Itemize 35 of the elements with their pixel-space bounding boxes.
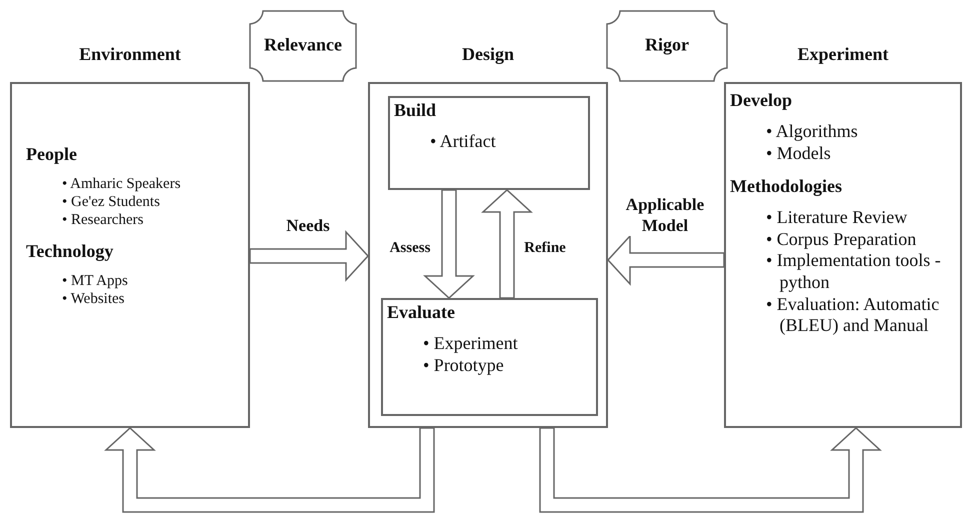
block-arrow — [606, 234, 725, 286]
block-arrow — [423, 189, 475, 300]
stage-box — [388, 96, 590, 190]
list-item: • Websites — [62, 290, 126, 308]
list-item: • Amharic Speakers — [62, 175, 182, 193]
list-item: • Implementation tools - python — [766, 250, 942, 294]
list-item: • Ge'ez Students — [62, 193, 161, 211]
column-title: Environment — [79, 44, 181, 64]
plaque-label: Relevance — [263, 34, 343, 56]
list-item: • Evaluation: Automatic (BLEU) and Manual — [766, 294, 940, 337]
section-heading: Develop — [730, 90, 793, 111]
block-arrow — [481, 188, 533, 299]
list-item: • Artifact — [430, 131, 497, 153]
list-item: • Experiment — [423, 333, 519, 355]
list-item: • Researchers — [62, 211, 144, 229]
section-heading: People — [26, 144, 78, 165]
column-title: Design — [462, 44, 514, 64]
section-heading: Technology — [26, 241, 114, 262]
list-item: • Algorithms — [766, 121, 859, 143]
block-arrow — [249, 230, 370, 282]
list-item: • Prototype — [423, 354, 505, 376]
plaque-box — [249, 10, 357, 82]
column-title: Experiment — [798, 44, 888, 64]
list-item: • MT Apps — [62, 272, 129, 290]
section-heading: Methodologies — [730, 176, 843, 198]
block-arrow — [104, 426, 435, 513]
section-heading: Build — [394, 100, 438, 121]
stage-box — [381, 298, 598, 416]
list-item: • Literature Review — [766, 207, 908, 229]
plaque-label: Rigor — [644, 34, 690, 56]
list-item: • Models — [766, 142, 832, 164]
section-heading: Evaluate — [387, 302, 456, 323]
block-arrow — [539, 426, 882, 513]
list-item: • Corpus Preparation — [766, 228, 918, 250]
plaque-box — [606, 10, 728, 82]
